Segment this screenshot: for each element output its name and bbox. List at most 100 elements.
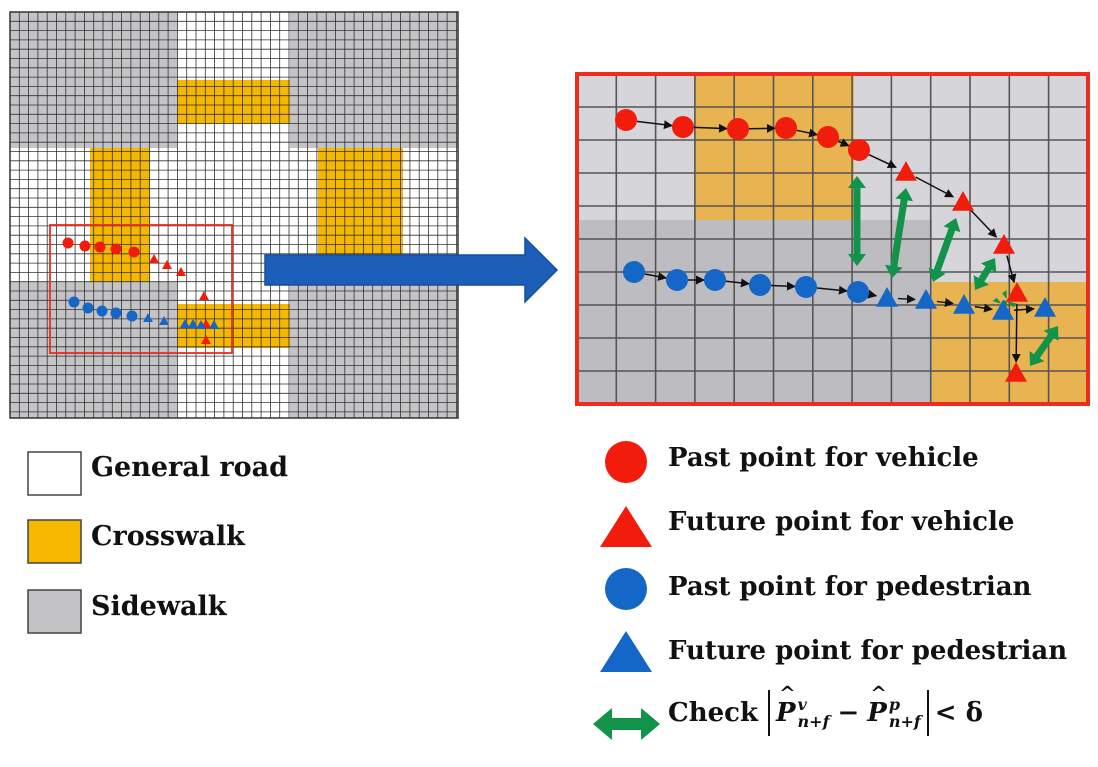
- pedestrian-future-point: [159, 316, 169, 325]
- pedestrian-future-point: [915, 289, 937, 309]
- vehicle-past-point: [128, 246, 140, 258]
- trajectory-arrow: [1011, 303, 1021, 363]
- vehicle-future-point: [1005, 362, 1027, 382]
- sidewalk-zone: [290, 12, 458, 148]
- vehicle-future-point: [993, 234, 1015, 254]
- vehicle-past-point: [110, 243, 122, 255]
- pedestrian-future-point: [876, 287, 898, 307]
- right-arrow-icon: [264, 236, 559, 304]
- vehicle-past-point: [775, 117, 797, 139]
- general-road-swatch: [27, 451, 82, 496]
- trajectory-arrow: [816, 285, 848, 295]
- vehicle-past-point: [62, 237, 74, 249]
- vehicle-future-point: [176, 267, 186, 276]
- vehicle-future-point: [895, 161, 917, 181]
- vehicle-past-circle-icon: [605, 441, 647, 483]
- trajectory-arrow: [770, 281, 796, 291]
- double-headed-arrow-icon: [593, 708, 660, 740]
- trajectory-arrow: [748, 123, 776, 133]
- trajectory-arrow: [867, 289, 878, 299]
- vehicle-future-point: [162, 260, 172, 269]
- vehicle-past-point: [94, 241, 106, 253]
- trajectory-arrow: [897, 294, 916, 304]
- vehicle-future-point: [952, 191, 974, 211]
- vehicle-subscript: n+f: [797, 712, 830, 731]
- trajectory-arrow: [936, 298, 954, 307]
- pedestrian-future-point: [143, 313, 153, 322]
- vehicle-past-point: [817, 126, 839, 148]
- vehicle-future-point: [149, 254, 159, 263]
- pedestrian-future-point: [992, 300, 1014, 320]
- trajectory-arrow: [725, 278, 750, 288]
- trajectory-arrow: [915, 176, 955, 198]
- pedestrian-future-point: [196, 320, 206, 329]
- pedestrian-superscript: p: [888, 695, 901, 714]
- pedestrian-past-point: [666, 269, 688, 291]
- pedestrian-future-point: [188, 319, 198, 328]
- trajectory-arrow: [796, 128, 819, 138]
- pedestrian-past-point: [82, 302, 94, 314]
- sidewalk-swatch: [27, 589, 82, 634]
- zoom-region-box: [49, 224, 233, 354]
- pedestrian-subscript: n+f: [888, 712, 921, 731]
- trajectory-arrow: [1013, 304, 1035, 314]
- legend-crosswalk: Crosswalk: [91, 521, 245, 552]
- pedestrian-future-point: [1034, 297, 1056, 317]
- pedestrian-past-point: [749, 274, 771, 296]
- vehicle-past-point: [79, 240, 91, 252]
- vehicle-past-point: [672, 116, 694, 138]
- distance-check-arrow: [992, 290, 1018, 315]
- pedestrian-past-point: [623, 261, 645, 283]
- vehicle-position-symbol: P: [776, 681, 796, 728]
- threshold-relation: < δ: [934, 698, 983, 728]
- road-grid-map: [9, 11, 459, 419]
- distance-check-arrow: [928, 218, 961, 282]
- check-word: Check: [668, 698, 758, 728]
- sidewalk-zone: [577, 220, 932, 404]
- legend-pedestrian-past: Past point for pedestrian: [668, 572, 1032, 602]
- crosswalk-swatch: [27, 519, 82, 564]
- sidewalk-zone: [290, 282, 458, 418]
- trajectory-arrow: [837, 138, 850, 147]
- pedestrian-past-point: [110, 307, 122, 319]
- pedestrian-past-point: [126, 310, 138, 322]
- crosswalk-zone: [318, 148, 403, 256]
- vehicle-future-point: [201, 335, 211, 344]
- trajectory-arrow: [974, 303, 994, 313]
- pedestrian-position-symbol: P: [867, 681, 887, 728]
- trajectory-arrow: [1006, 255, 1017, 284]
- vehicle-future-point: [199, 291, 209, 300]
- pedestrian-past-point: [795, 276, 817, 298]
- vehicle-superscript: v: [797, 695, 807, 714]
- trajectory-arrow: [868, 153, 897, 169]
- distance-check-arrow: [973, 258, 997, 290]
- pedestrian-future-triangle-icon: [600, 631, 652, 672]
- check-formula: Check P v n+f − P p n+f < δ: [668, 681, 983, 736]
- trajectory-arrow: [636, 120, 673, 130]
- absolute-difference: P v n+f − P p n+f: [767, 681, 929, 736]
- trajectory-arrow: [693, 123, 728, 133]
- vehicle-past-point: [727, 118, 749, 140]
- legend-vehicle-future: Future point for vehicle: [668, 507, 1015, 537]
- vehicle-future-point: [1006, 282, 1028, 302]
- distance-check-arrow: [885, 188, 913, 278]
- pedestrian-past-point: [68, 296, 80, 308]
- legend-pedestrian-future: Future point for pedestrian: [668, 636, 1068, 666]
- vehicle-future-triangle-icon: [600, 506, 652, 547]
- legend-general-road: General road: [91, 452, 289, 483]
- legend-sidewalk: Sidewalk: [91, 591, 227, 622]
- pedestrian-past-point: [847, 281, 869, 303]
- pedestrian-future-point: [209, 320, 219, 329]
- vehicle-past-point: [615, 109, 637, 131]
- minus-sign: −: [837, 698, 860, 728]
- distance-check-arrow: [1029, 326, 1059, 366]
- pedestrian-past-point: [704, 269, 726, 291]
- trajectory-arrow: [970, 209, 998, 238]
- pedestrian-future-point: [180, 319, 190, 328]
- pedestrian-future-point: [953, 294, 975, 314]
- pedestrian-past-point: [96, 305, 108, 317]
- crosswalk-zone: [90, 148, 150, 282]
- zoomed-grid-view: [575, 72, 1090, 406]
- trajectory-arrow: [644, 272, 668, 281]
